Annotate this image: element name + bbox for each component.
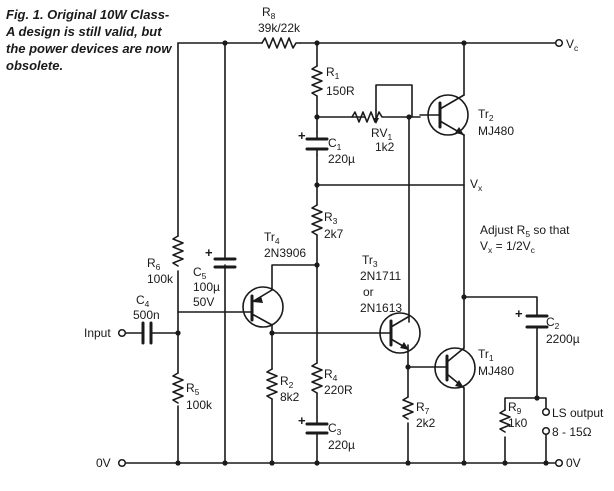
c1-ref: C1 — [328, 136, 342, 152]
r2-ref: R2 — [280, 374, 294, 390]
adjust-note-line2: Vx = 1/2Vc — [480, 239, 536, 255]
tr4-ref: Tr4 — [264, 230, 280, 246]
tr2-ref: Tr2 — [478, 107, 494, 123]
transistor-tr1 — [434, 347, 476, 389]
c5-ref: C5 — [193, 265, 207, 281]
junction-dots — [175, 40, 549, 466]
c5-voltage: 50V — [193, 295, 214, 309]
r7-value: 2k2 — [416, 416, 436, 430]
figure-caption: Fig. 1. Original 10W Class-A design is s… — [6, 7, 172, 73]
resistor-symbols — [172, 37, 511, 433]
c3-ref: C3 — [328, 421, 342, 437]
r5-symbol — [172, 372, 184, 404]
tr1-ref: Tr1 — [478, 347, 494, 363]
r9-symbol — [499, 409, 511, 433]
r1-value: 150R — [326, 84, 355, 98]
r5-ref: R5 — [186, 381, 200, 397]
c5-value: 100µ — [193, 280, 220, 294]
r6-ref: R6 — [147, 256, 161, 272]
transistor-tr3 — [379, 312, 421, 354]
r8-ref: R8 — [262, 5, 276, 21]
transistor-tr4 — [242, 286, 284, 328]
r6-value: 100k — [147, 272, 174, 286]
c5-polarity: + — [205, 245, 213, 260]
r1-ref: R1 — [326, 65, 340, 81]
c2-value: 2200µ — [546, 332, 580, 346]
ls-terminal-top — [541, 407, 551, 417]
r2-value: 8k2 — [280, 390, 300, 404]
c3-value: 220µ — [328, 438, 355, 452]
tr4-part: 2N3906 — [264, 246, 306, 260]
r7-symbol — [402, 396, 414, 420]
r2-symbol — [266, 368, 278, 400]
tr3-or: or — [363, 285, 374, 299]
terminals — [117, 38, 564, 468]
r3-value: 2k7 — [324, 227, 344, 241]
r5-value: 100k — [186, 398, 213, 412]
rv1-value: 1k2 — [375, 140, 395, 154]
tr3-part: 2N1711 — [360, 269, 401, 283]
r8-value: 39k/22k — [258, 21, 301, 35]
r6-symbol — [172, 235, 184, 267]
transistor-tr2 — [419, 94, 469, 136]
rv1-symbol — [351, 111, 386, 123]
rv1-ref: RV1 — [371, 126, 392, 142]
r1-symbol — [311, 65, 323, 97]
tr3-alt: 2N1613 — [360, 301, 402, 315]
wires — [125, 42, 557, 464]
zero-right-terminal — [554, 458, 564, 468]
r4-ref: R4 — [324, 367, 338, 383]
ls-output-label: LS output — [552, 406, 604, 420]
zero-left-label: 0V — [96, 456, 111, 470]
vc-label: Vc — [566, 37, 579, 53]
r3-ref: R3 — [324, 210, 338, 226]
input-terminal — [117, 328, 127, 338]
input-label: Input — [84, 326, 111, 340]
adjust-note-line1: Adjust R5 so that — [480, 223, 570, 239]
r9-ref: R9 — [508, 400, 522, 416]
ls-impedance-label: 8 - 15Ω — [552, 425, 592, 439]
capacitor-symbols — [141, 131, 549, 435]
zero-left-terminal — [117, 458, 127, 468]
c4-value: 500n — [133, 308, 160, 322]
r3-symbol — [311, 204, 323, 236]
tr3-ref: Tr3 — [362, 253, 378, 269]
tr2-part: MJ480 — [478, 124, 514, 138]
zero-right-label: 0V — [566, 456, 581, 470]
r4-value: 220R — [324, 383, 353, 397]
r8-symbol — [261, 37, 301, 49]
ls-terminal-bottom — [541, 426, 551, 436]
c4-ref: C4 — [136, 293, 150, 309]
r9-value: 1k0 — [508, 416, 528, 430]
vx-label: Vx — [470, 177, 483, 193]
c1-value: 220µ — [328, 152, 355, 166]
vc-terminal — [554, 38, 564, 48]
r4-symbol — [311, 362, 323, 394]
c2-ref: C2 — [546, 315, 560, 331]
c3-polarity: + — [298, 413, 306, 428]
r7-ref: R7 — [416, 400, 430, 416]
c2-polarity: + — [515, 306, 523, 321]
c1-polarity: + — [298, 128, 306, 143]
tr1-part: MJ480 — [478, 364, 514, 378]
